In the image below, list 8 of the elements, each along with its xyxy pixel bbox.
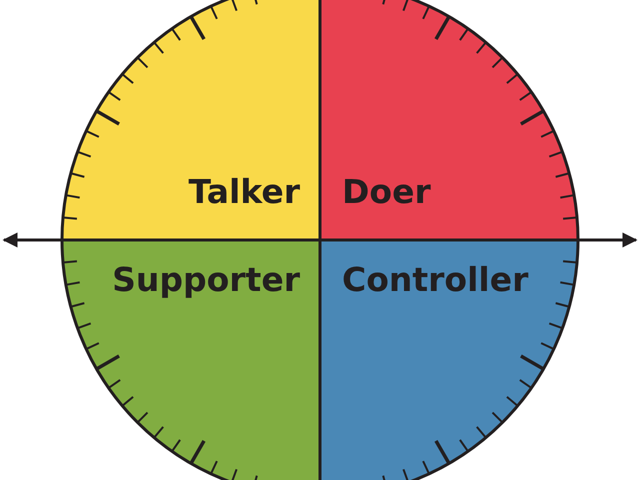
- quadrant: [320, 240, 578, 480]
- quadrant: [320, 0, 578, 240]
- quadrant-label: Doer: [342, 174, 431, 210]
- quadrant-label: Controller: [342, 262, 528, 298]
- quadrant: [62, 0, 320, 240]
- quadrant-label: Supporter: [112, 262, 300, 298]
- quadrant-label: Talker: [188, 174, 300, 210]
- quadrant: [62, 240, 320, 480]
